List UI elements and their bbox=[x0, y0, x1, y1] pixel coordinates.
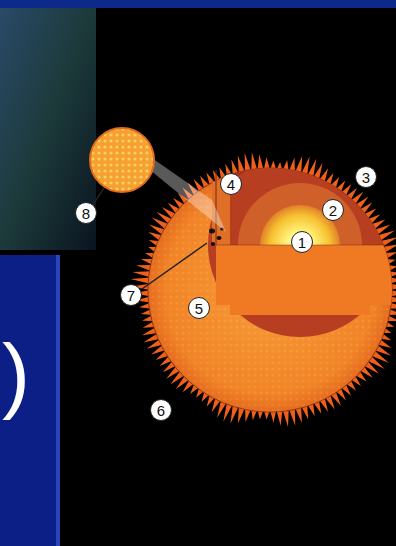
callout-number: 4 bbox=[220, 173, 242, 195]
callout-number: 2 bbox=[322, 199, 344, 221]
callout-number: 3 bbox=[355, 166, 377, 188]
callout-number: 7 bbox=[120, 284, 142, 306]
callout-number: 5 bbox=[188, 297, 210, 319]
callout-number: 1 bbox=[291, 231, 313, 253]
heading-fragment: ) bbox=[2, 332, 30, 416]
callout-number: 6 bbox=[150, 399, 172, 421]
callout-number: 8 bbox=[75, 202, 97, 224]
